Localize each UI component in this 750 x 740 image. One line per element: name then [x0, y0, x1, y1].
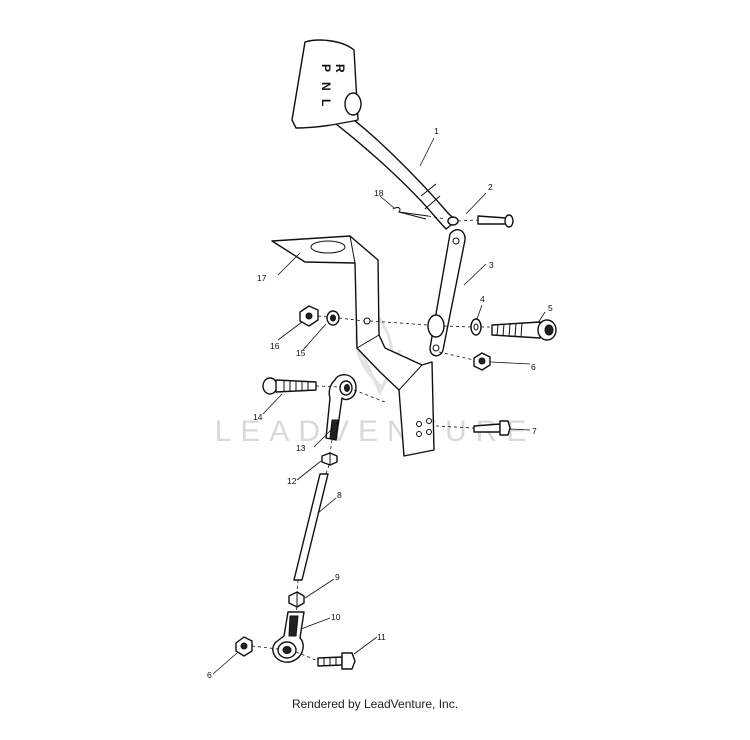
cotter-pin	[392, 207, 429, 220]
threaded-rod	[293, 473, 329, 581]
callout-8: 8	[337, 490, 342, 500]
shoulder-bolt	[491, 319, 557, 341]
knob-letter-l: L	[319, 99, 333, 106]
callout-14: 14	[253, 412, 263, 422]
assembly-lines	[251, 215, 491, 662]
knob-letter-r: R	[333, 64, 347, 73]
callout-4: 4	[480, 294, 485, 304]
callout-3: 3	[489, 260, 494, 270]
bolt-7	[473, 420, 511, 436]
knob-letter-p: P	[319, 64, 333, 72]
callouts: 1 2 3 4 5 6 6 7 8 9 10 11 12 13 14 15 16…	[207, 126, 553, 680]
callout-6-upper: 6	[531, 362, 536, 372]
bolt-11	[317, 652, 356, 670]
callout-18: 18	[374, 188, 384, 198]
nut-upper	[473, 352, 491, 371]
washer-4	[470, 318, 482, 336]
callout-5: 5	[548, 303, 553, 313]
rod-end-upper	[325, 374, 357, 441]
shift-lever	[335, 111, 459, 230]
callout-2: 2	[488, 182, 493, 192]
shift-knob: P R N L	[291, 39, 362, 129]
mounting-bracket	[271, 235, 445, 457]
jam-nut-upper	[321, 452, 338, 466]
rod-end-lower	[272, 611, 305, 663]
callout-12: 12	[287, 476, 297, 486]
callout-11: 11	[377, 632, 386, 642]
callout-6-lower: 6	[207, 670, 212, 680]
callout-7: 7	[532, 426, 537, 436]
knob-letter-n: N	[319, 82, 333, 91]
washer-15	[326, 310, 340, 326]
clevis-pin	[477, 214, 514, 228]
callout-leaders	[212, 137, 546, 675]
callout-17: 17	[257, 273, 267, 283]
bolt-14	[262, 377, 317, 395]
callout-16: 16	[270, 341, 280, 351]
callout-1: 1	[434, 126, 439, 136]
nut-16	[299, 305, 319, 327]
callout-15: 15	[296, 348, 306, 358]
nut-lower	[235, 636, 253, 657]
jam-nut-lower	[288, 591, 305, 608]
footer-credit: Rendered by LeadVenture, Inc.	[291, 697, 459, 711]
callout-13: 13	[296, 443, 306, 453]
callout-10: 10	[331, 612, 341, 622]
callout-9: 9	[335, 572, 340, 582]
